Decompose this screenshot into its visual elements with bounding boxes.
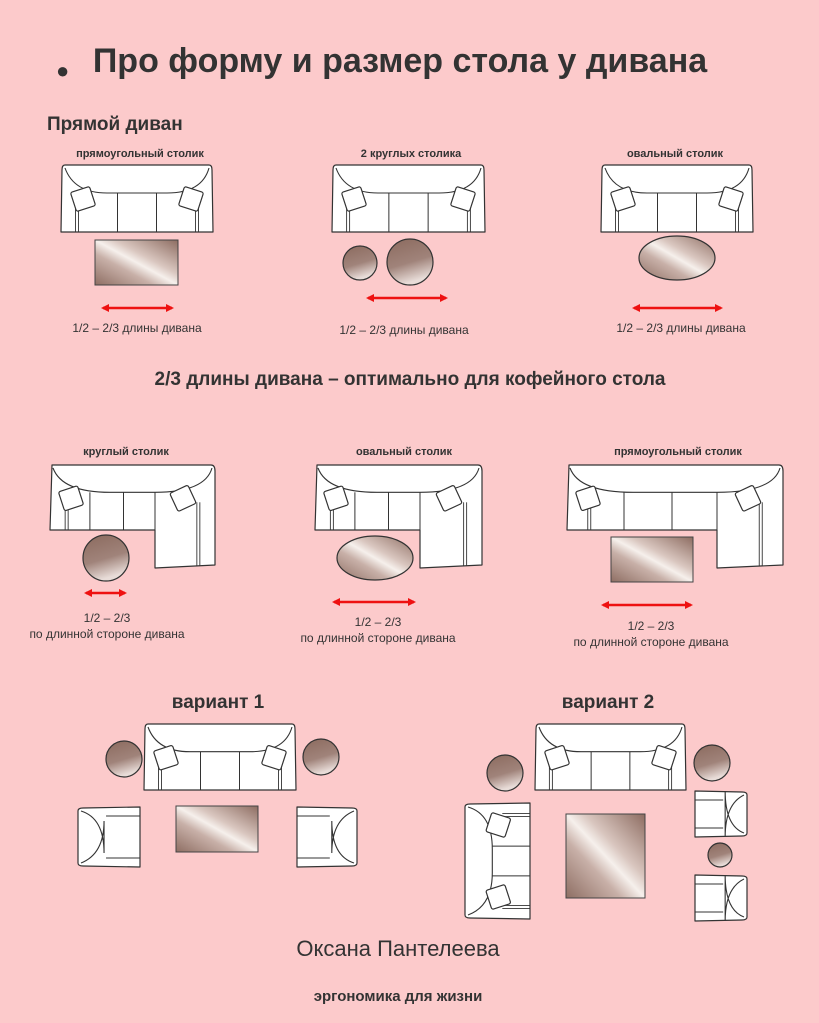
corner-sofa: [566, 464, 784, 569]
section-straight-heading: Прямой диван: [47, 114, 183, 135]
corner-sofa: [314, 464, 483, 569]
straight-sofa: [331, 164, 486, 233]
rectangular-table: [610, 536, 694, 583]
caption-text: по длинной стороне дивана: [300, 631, 456, 645]
round-table: [486, 754, 524, 792]
pillow-icon: [153, 745, 179, 771]
pillow-icon: [718, 186, 744, 212]
pillow-icon: [450, 186, 476, 212]
caption-text: по длинной стороне дивана: [573, 635, 729, 649]
rectangular-table: [94, 239, 179, 286]
corner-caption-1: 1/2 – 2/3 по длинной стороне дивана: [29, 610, 184, 642]
author: Оксана Пантелеева: [296, 936, 500, 961]
pillow-icon: [178, 186, 204, 212]
corner-sofa: [49, 464, 216, 569]
caption-text: по длинной стороне дивана: [29, 627, 185, 641]
round-table: [386, 238, 434, 286]
round-table: [82, 534, 130, 582]
label-corner-oval: овальный столик: [355, 446, 453, 458]
side-sofa: [464, 802, 531, 920]
sofa: [143, 723, 297, 791]
round-table: [342, 245, 378, 281]
armchair: [694, 790, 748, 838]
round-table: [302, 738, 340, 776]
tagline: эргономика для жизни: [313, 988, 483, 1005]
pillow-icon: [435, 485, 463, 512]
pillow-icon: [734, 485, 762, 512]
corner-caption-3: 1/2 – 2/3 по длинной стороне дивана: [573, 618, 728, 650]
rectangular-table: [565, 813, 646, 899]
pillow-icon: [651, 745, 677, 771]
oval-table: [638, 235, 716, 281]
caption-fraction: 1/2 – 2/3: [627, 619, 675, 633]
armchair: [77, 806, 141, 868]
pillow-icon: [544, 745, 570, 771]
pillow-icon: [341, 186, 367, 212]
variant2-heading: вариант 2: [561, 692, 655, 713]
straight-sofa: [60, 164, 214, 233]
optimal-note: 2/3 длины дивана – оптимально для кофейн…: [154, 369, 666, 390]
pillow-icon: [485, 812, 511, 838]
pillow-icon: [261, 745, 287, 771]
caption-2: 1/2 – 2/3 длины дивана: [339, 323, 469, 337]
sofa: [534, 723, 687, 791]
oval-table: [336, 535, 414, 581]
label-rect-table: прямоугольный столик: [76, 148, 204, 160]
pillow-icon: [70, 186, 96, 212]
rectangular-table: [175, 805, 259, 853]
straight-sofa: [600, 164, 754, 233]
label-corner-rect: прямоугольный столик: [614, 446, 742, 458]
page-title: Про форму и размер стола у дивана: [92, 42, 708, 80]
pillow-icon: [610, 186, 636, 212]
round-table: [693, 744, 731, 782]
label-two-round: 2 круглых столика: [360, 148, 462, 160]
caption-fraction: 1/2 – 2/3: [83, 611, 131, 625]
variant1-heading: вариант 1: [171, 692, 265, 713]
bullet: ●: [56, 58, 70, 83]
pillow-icon: [575, 485, 601, 511]
corner-caption-2: 1/2 – 2/3 по длинной стороне дивана: [300, 614, 455, 646]
label-oval: овальный столик: [626, 148, 724, 160]
round-table: [707, 842, 733, 868]
caption-fraction: 1/2 – 2/3: [354, 615, 402, 629]
pillow-icon: [485, 884, 511, 910]
pillow-icon: [169, 485, 197, 512]
caption-1: 1/2 – 2/3 длины дивана: [72, 321, 202, 335]
armchair: [694, 874, 748, 922]
label-corner-round: круглый столик: [83, 446, 169, 458]
pillow-icon: [323, 485, 349, 511]
pillow-icon: [58, 485, 84, 511]
armchair: [296, 806, 358, 868]
caption-3: 1/2 – 2/3 длины дивана: [616, 321, 746, 335]
round-table: [105, 740, 143, 778]
